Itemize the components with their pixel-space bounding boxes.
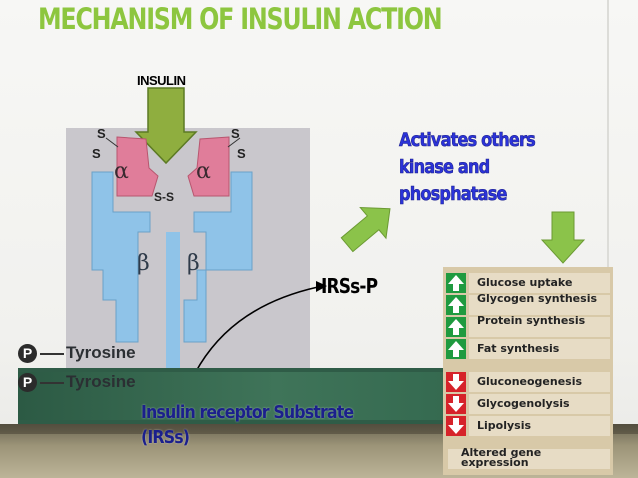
up-arrow-icon bbox=[446, 273, 466, 293]
effect-row-up: Glucose uptake bbox=[443, 272, 613, 294]
effect-bar bbox=[448, 449, 610, 469]
effect-label: Glucose uptake bbox=[477, 276, 573, 289]
phosphate-icon: P bbox=[18, 373, 37, 392]
up-arrow-icon bbox=[446, 339, 466, 359]
effect-bar bbox=[469, 317, 610, 337]
s-label: S bbox=[92, 146, 101, 161]
beta-subunit-left bbox=[91, 171, 151, 343]
effect-label: Lipolysis bbox=[477, 419, 532, 432]
s-label: S bbox=[231, 126, 240, 141]
effect-label: Gluconeogenesis bbox=[477, 375, 583, 388]
effect-bar bbox=[469, 295, 610, 315]
activates-up-arrow-icon bbox=[340, 206, 391, 253]
alpha-label-left: α bbox=[114, 159, 129, 184]
effect-label: Glycogen synthesis bbox=[477, 292, 598, 305]
activates-line: kinase and bbox=[399, 156, 491, 179]
alpha-subunit-right bbox=[187, 136, 230, 197]
alpha-label-right: α bbox=[196, 159, 211, 184]
activates-line: phosphatase bbox=[399, 183, 508, 206]
alpha-subunit-left bbox=[116, 136, 159, 197]
tyrosine-label: Tyrosine bbox=[66, 372, 136, 391]
effect-row-other: Altered gene expression bbox=[443, 446, 613, 470]
effects-down-arrow-icon bbox=[540, 211, 586, 264]
effect-row-up: Protein synthesis bbox=[443, 314, 613, 338]
effect-row-up: Fat synthesis bbox=[443, 338, 613, 360]
frame-line bbox=[607, 0, 609, 478]
insulin-label: INSULIN bbox=[137, 73, 186, 88]
effect-bar bbox=[469, 273, 610, 293]
effect-bar bbox=[469, 394, 610, 414]
band-stripe bbox=[18, 372, 448, 420]
irs-substrate-label: Insulin receptor Substrate (IRSs) bbox=[141, 400, 405, 450]
effect-label: Protein synthesis bbox=[477, 314, 586, 327]
effect-row-down: Glycogenolysis bbox=[443, 393, 613, 415]
effect-bar bbox=[469, 416, 610, 436]
effect-row-down: Gluconeogenesis bbox=[443, 371, 613, 393]
effect-label: Glycogenolysis bbox=[477, 397, 570, 410]
up-arrow-icon bbox=[446, 295, 466, 315]
slide-title: MECHANISM OF INSULIN ACTION bbox=[38, 2, 443, 36]
s-label: S bbox=[237, 146, 246, 161]
down-arrow-icon bbox=[446, 416, 466, 436]
effect-bar bbox=[469, 339, 610, 359]
effect-row-down: Lipolysis bbox=[443, 415, 613, 437]
disulfide-bond-left bbox=[105, 137, 119, 148]
irss-p-label: IRSs-P bbox=[321, 274, 378, 298]
s-label: S bbox=[97, 126, 106, 141]
irs-pointer-arrowhead bbox=[316, 281, 327, 292]
beta-label-left: β bbox=[137, 251, 150, 276]
ss-bridge-label: S-S bbox=[154, 190, 175, 204]
bond-dash bbox=[40, 382, 64, 384]
floor-shadow bbox=[0, 424, 638, 434]
activates-text: Activates others kinase and phosphatase bbox=[399, 127, 536, 208]
insulin-down-arrow-icon bbox=[134, 87, 198, 165]
bond-dash bbox=[40, 353, 64, 355]
phosphate-icon: P bbox=[18, 344, 37, 363]
down-arrow-icon bbox=[446, 394, 466, 414]
effect-bar bbox=[469, 372, 610, 392]
disulfide-bond-right bbox=[227, 137, 241, 148]
tyrosine-label: Tyrosine bbox=[66, 343, 136, 362]
metabolic-effects-panel: Glucose uptake Glycogen synthesis Protei… bbox=[443, 267, 613, 475]
receptor-tail bbox=[166, 232, 180, 382]
activates-line: Activates others bbox=[399, 129, 536, 152]
irs-line: (IRSs) bbox=[141, 427, 190, 448]
effect-row-up: Glycogen synthesis bbox=[443, 292, 613, 316]
effect-label: Altered gene expression bbox=[461, 446, 542, 469]
beta-subunit-right bbox=[183, 171, 253, 343]
effect-label: Fat synthesis bbox=[477, 342, 560, 355]
down-arrow-icon bbox=[446, 372, 466, 392]
irs-line: Insulin receptor Substrate bbox=[141, 402, 354, 423]
up-arrow-icon bbox=[446, 317, 466, 337]
beta-label-right: β bbox=[187, 251, 200, 276]
